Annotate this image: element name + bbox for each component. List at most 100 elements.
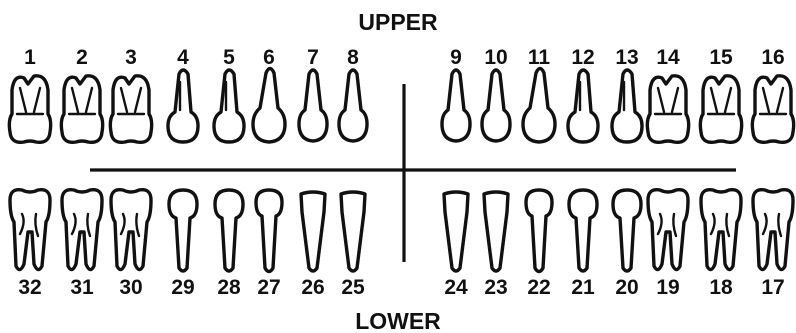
tooth-outline — [440, 68, 472, 143]
tooth-number: 31 — [70, 276, 94, 299]
tooth-number: 22 — [527, 276, 550, 299]
lower-tooth-20 — [611, 188, 643, 273]
lower-tooth-32 — [8, 188, 52, 272]
upper-tooth-11 — [521, 66, 557, 144]
tooth-outline — [699, 188, 743, 272]
upper-tooth-3 — [108, 74, 154, 144]
upper-tooth-13 — [610, 68, 644, 144]
tooth-number: 26 — [301, 276, 324, 299]
tooth-outline — [751, 188, 795, 272]
tooth-outline — [337, 68, 369, 143]
tooth-detail — [653, 86, 683, 116]
tooth-outline — [297, 68, 329, 143]
tooth-number: 18 — [709, 276, 733, 299]
tooth-detail — [116, 86, 146, 116]
tooth-number: 21 — [571, 276, 595, 299]
tooth-outline — [646, 188, 690, 272]
tooth-outline — [524, 188, 554, 274]
tooth-outline — [213, 188, 245, 273]
tooth-outline — [610, 68, 644, 144]
tooth-number: 10 — [484, 46, 507, 69]
tooth-number: 8 — [347, 46, 359, 69]
tooth-outline — [109, 188, 153, 272]
tooth-outline — [750, 74, 796, 144]
tooth-detail — [706, 86, 736, 116]
upper-tooth-1 — [7, 74, 53, 144]
lower-tooth-21 — [567, 188, 599, 273]
tooth-number: 2 — [76, 46, 88, 69]
lower-tooth-30 — [109, 188, 153, 272]
tooth-detail — [70, 212, 92, 238]
tooth-number: 17 — [761, 276, 784, 299]
lower-tooth-23 — [482, 190, 510, 273]
lower-tooth-27 — [254, 188, 284, 274]
tooth-outline — [442, 190, 470, 273]
upper-tooth-6 — [251, 66, 287, 144]
tooth-outline — [59, 74, 105, 144]
tooth-number: 19 — [656, 276, 679, 299]
upper-tooth-9 — [440, 68, 472, 143]
tooth-outline — [299, 190, 327, 273]
tooth-outline — [339, 190, 367, 273]
tooth-number: 24 — [444, 276, 468, 299]
upper-tooth-4 — [166, 68, 200, 144]
lower-tooth-28 — [213, 188, 245, 273]
tooth-detail — [67, 86, 97, 116]
tooth-outline — [7, 74, 53, 144]
lower-label: LOWER — [355, 308, 441, 333]
upper-label: UPPER — [358, 9, 438, 35]
tooth-number: 20 — [615, 276, 638, 299]
tooth-outline — [566, 68, 600, 144]
tooth-detail — [15, 86, 45, 116]
tooth-outline — [60, 188, 104, 272]
tooth-outline — [482, 190, 510, 273]
tooth-outline — [611, 188, 643, 273]
tooth-number: 7 — [307, 46, 319, 69]
tooth-number: 3 — [125, 46, 137, 69]
tooth-number: 6 — [263, 46, 275, 69]
tooth-outline — [212, 68, 246, 144]
tooth-detail — [761, 212, 783, 238]
tooth-number: 13 — [615, 46, 638, 69]
upper-tooth-14 — [645, 74, 691, 144]
tooth-outline — [698, 74, 744, 144]
tooth-number: 14 — [656, 46, 680, 69]
upper-tooth-10 — [480, 68, 512, 143]
tooth-detail — [119, 212, 141, 238]
tooth-number: 15 — [709, 46, 733, 69]
tooth-number: 5 — [223, 46, 235, 69]
tooth-outline — [521, 66, 557, 144]
tooth-number: 16 — [761, 46, 784, 69]
lower-tooth-19 — [646, 188, 690, 272]
tooth-number: 32 — [18, 276, 41, 299]
upper-tooth-15 — [698, 74, 744, 144]
tooth-number: 25 — [341, 276, 365, 299]
tooth-number: 12 — [571, 46, 594, 69]
tooth-number: 11 — [528, 46, 551, 69]
lower-tooth-26 — [299, 190, 327, 273]
upper-tooth-8 — [337, 68, 369, 143]
tooth-detail — [758, 86, 788, 116]
tooth-outline — [251, 66, 287, 144]
upper-tooth-2 — [59, 74, 105, 144]
tooth-number: 1 — [24, 46, 36, 69]
lower-tooth-18 — [699, 188, 743, 272]
tooth-number: 28 — [217, 276, 241, 299]
tooth-number: 30 — [119, 276, 142, 299]
upper-tooth-5 — [212, 68, 246, 144]
tooth-number: 9 — [450, 46, 462, 69]
tooth-detail — [18, 212, 40, 238]
tooth-outline — [8, 188, 52, 272]
tooth-detail — [656, 212, 678, 238]
lower-tooth-22 — [524, 188, 554, 274]
tooth-outline — [480, 68, 512, 143]
upper-tooth-12 — [566, 68, 600, 144]
upper-tooth-16 — [750, 74, 796, 144]
tooth-outline — [166, 68, 200, 144]
tooth-outline — [567, 188, 599, 273]
lower-tooth-24 — [442, 190, 470, 273]
lower-tooth-31 — [60, 188, 104, 272]
